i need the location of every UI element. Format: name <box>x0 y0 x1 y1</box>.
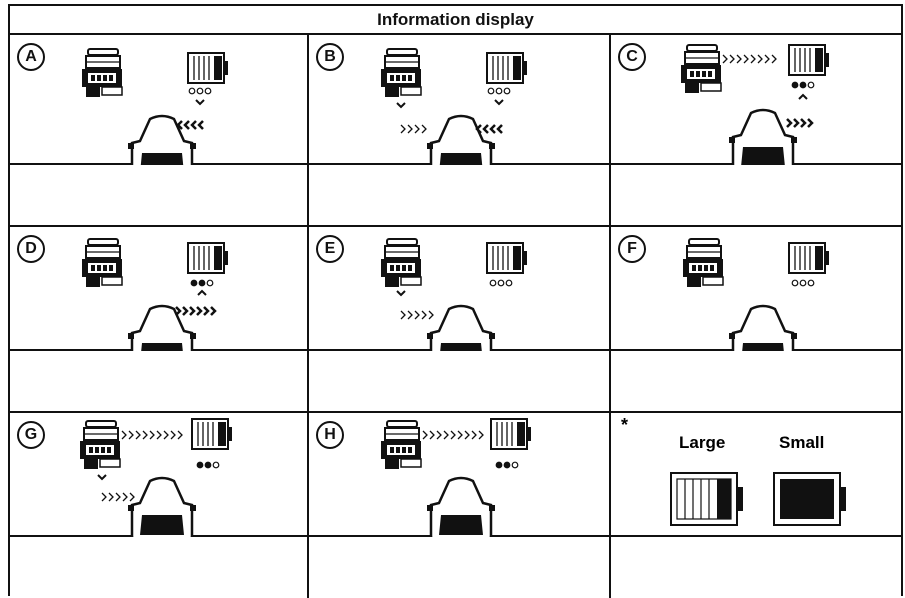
charge-dots-icon <box>495 461 519 469</box>
legend-asterisk: * <box>621 415 629 435</box>
car-icon <box>729 304 797 351</box>
engine-icon <box>80 420 121 469</box>
panel-label: D <box>17 235 45 263</box>
battery-icon <box>490 418 531 450</box>
panel-label: A <box>17 43 45 71</box>
engine-icon <box>683 238 724 287</box>
panel-a-illustration <box>82 48 228 165</box>
charge-dots-icon <box>188 87 212 95</box>
panel-label: F <box>618 235 646 263</box>
panel-h: H <box>309 413 611 537</box>
panel-c-illustration <box>681 44 829 165</box>
energy-flow-arrows <box>101 492 135 502</box>
blank-cell <box>309 165 611 227</box>
energy-flow-arrows <box>195 99 205 106</box>
car-icon <box>128 304 196 351</box>
panel-e-illustration <box>381 238 527 351</box>
panel-label: G <box>17 421 45 449</box>
information-display-diagram: Information display A B C D E F G H <box>8 4 903 598</box>
blank-cell <box>611 351 901 413</box>
energy-flow-arrows <box>396 290 406 297</box>
panel-label: B <box>316 43 344 71</box>
energy-flow-arrows <box>494 99 504 106</box>
engine-icon <box>381 420 422 469</box>
battery-icon <box>486 52 527 84</box>
blank-cell <box>309 537 611 598</box>
energy-flow-arrows <box>175 306 217 316</box>
battery-icon <box>191 418 232 450</box>
energy-flow-arrows <box>400 310 434 320</box>
panel-a: A <box>10 35 309 165</box>
battery-legend: * Large Small <box>611 413 901 537</box>
panel-g: G <box>10 413 309 537</box>
energy-flow-arrows <box>475 124 503 134</box>
charge-dots-icon <box>196 461 220 469</box>
battery-icon <box>788 44 829 76</box>
charge-dots-icon <box>190 279 214 287</box>
blank-cell <box>309 351 611 413</box>
charge-dots-icon <box>487 87 511 95</box>
charge-dots-icon <box>791 279 815 287</box>
car-icon <box>427 304 495 351</box>
panel-f: F <box>611 227 901 351</box>
blank-cell <box>10 351 309 413</box>
panel-label: C <box>618 43 646 71</box>
panel-h-illustration <box>381 418 531 537</box>
energy-flow-arrows <box>176 120 204 130</box>
energy-flow-arrows <box>197 289 207 296</box>
panel-b: B <box>309 35 611 165</box>
panel-f-illustration <box>683 238 829 351</box>
energy-flow-arrows <box>786 118 814 128</box>
battery-icon <box>788 242 829 274</box>
engine-icon <box>381 238 422 287</box>
battery-icon <box>486 242 527 274</box>
energy-flow-arrows <box>400 124 427 134</box>
energy-flow-arrows <box>97 474 107 481</box>
legend-large-label: Large <box>679 433 726 452</box>
legend-small-label: Small <box>779 433 825 452</box>
engine-icon <box>82 48 123 97</box>
diagram-title: Information display <box>10 6 901 35</box>
panel-d-illustration <box>82 238 228 351</box>
energy-flow-arrows <box>121 430 183 440</box>
panel-d: D <box>10 227 309 351</box>
panel-b-illustration <box>381 48 527 165</box>
panel-label: H <box>316 421 344 449</box>
legend-battery-icons <box>670 472 846 526</box>
engine-icon <box>82 238 123 287</box>
car-icon <box>729 108 797 165</box>
energy-flow-arrows <box>396 102 406 109</box>
car-icon <box>128 476 196 537</box>
battery-icon <box>187 52 228 84</box>
blank-cell <box>10 537 309 598</box>
energy-flow-arrows <box>722 54 777 64</box>
energy-flow-arrows <box>422 430 484 440</box>
car-icon <box>427 114 495 165</box>
engine-icon <box>681 44 722 93</box>
charge-dots-icon <box>489 279 513 287</box>
panel-label: E <box>316 235 344 263</box>
energy-flow-arrows <box>798 93 808 100</box>
car-icon <box>427 476 495 537</box>
panel-c: C <box>611 35 901 165</box>
battery-large-icon <box>670 472 743 526</box>
blank-cell <box>10 165 309 227</box>
panel-g-illustration <box>80 418 232 537</box>
blank-cell <box>611 165 901 227</box>
blank-cell <box>611 537 901 598</box>
panel-e: E <box>309 227 611 351</box>
engine-icon <box>381 48 422 97</box>
charge-dots-icon <box>791 81 815 89</box>
car-icon <box>128 114 196 165</box>
battery-icon <box>187 242 228 274</box>
battery-small-icon <box>773 472 846 526</box>
